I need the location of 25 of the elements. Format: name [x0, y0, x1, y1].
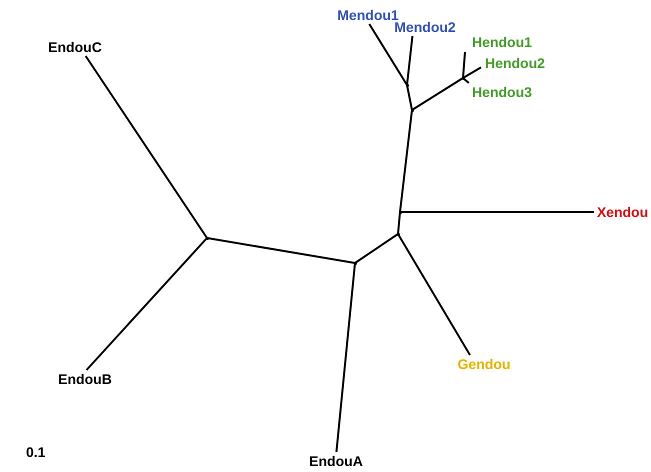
tree-branch — [406, 36, 414, 86]
tree-branch — [462, 52, 466, 78]
taxon-label: Hendou2 — [481, 54, 549, 72]
tree-branch — [397, 233, 471, 356]
taxon-label: Xendou — [594, 203, 651, 221]
taxon-label: EndouB — [52, 370, 118, 388]
taxon-label: Gendou — [453, 355, 515, 373]
tree-branch — [335, 262, 356, 452]
taxon-label: EndouA — [305, 452, 367, 470]
tree-branch — [368, 23, 408, 86]
tree-branch — [206, 237, 356, 264]
tree-branch — [354, 233, 399, 264]
branch-node — [406, 84, 408, 86]
tree-branch — [397, 212, 401, 234]
scale-label: 0.1 — [26, 443, 46, 461]
taxon-label: Hendou3 — [468, 83, 536, 101]
tree-branch — [462, 66, 482, 79]
tree-branch — [411, 77, 464, 111]
taxon-label: EndouC — [44, 38, 106, 56]
tree-branch — [400, 211, 594, 213]
taxon-label: Hendou1 — [468, 33, 536, 51]
tree-branch — [86, 237, 208, 371]
tree-branch — [406, 84, 413, 110]
tree-branch — [399, 110, 413, 212]
tree-branch — [84, 55, 208, 239]
